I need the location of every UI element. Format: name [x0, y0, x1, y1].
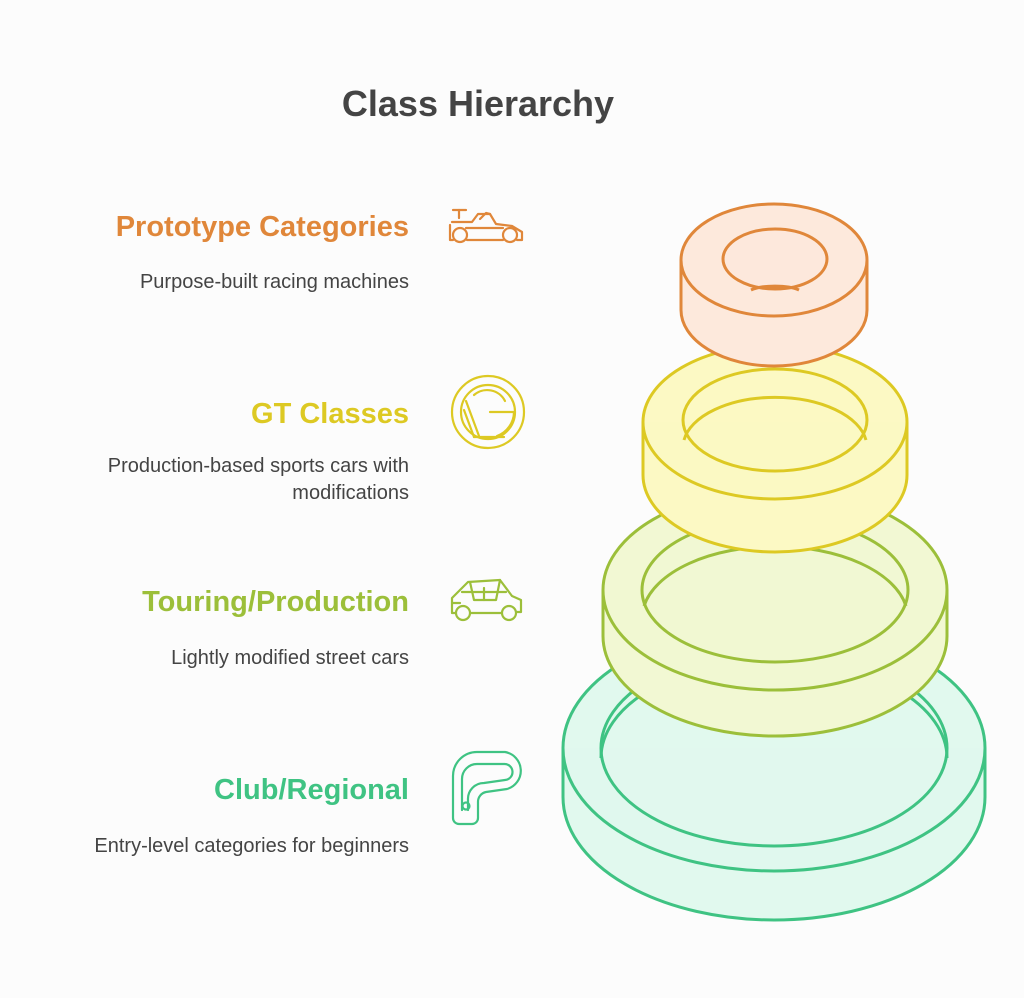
race-car-icon: [448, 208, 524, 244]
buggy-car-icon: [450, 578, 523, 622]
touring-heading: Touring/Production: [142, 586, 409, 618]
gt-heading: GT Classes: [251, 398, 409, 430]
race-track-icon: [451, 750, 522, 826]
gt-description-line-1: Production-based sports cars with: [108, 455, 409, 477]
tier-gt: GT Classes Production-based sports cars …: [108, 398, 409, 504]
club-description: Entry-level categories for beginners: [94, 835, 409, 857]
gt-logo-icon: [450, 374, 526, 450]
gt-ring-hole: [681, 367, 869, 473]
gt-classes-ring: [641, 343, 909, 554]
tier-touring: Touring/Production Lightly modified stre…: [142, 586, 409, 669]
prototype-ring-inner-wall: [750, 284, 800, 292]
tier-club: Club/Regional Entry-level categories for…: [94, 774, 409, 857]
prototype-description: Purpose-built racing machines: [140, 271, 409, 293]
gt-description-line-2: modifications: [292, 482, 409, 504]
prototype-heading: Prototype Categories: [116, 211, 409, 243]
touring-description: Lightly modified street cars: [171, 647, 409, 669]
club-ring-rim-front: [561, 747, 987, 873]
prototype-categories-ring: [679, 202, 869, 368]
prototype-ring-hole: [721, 227, 829, 291]
club-heading: Club/Regional: [214, 774, 409, 806]
diagram-title: Class Hierarchy: [342, 83, 614, 124]
touring-ring-rim-front: [601, 589, 949, 692]
gt-ring-inner-wall: [682, 395, 868, 441]
tier-prototype: Prototype Categories Purpose-built racin…: [116, 211, 409, 293]
gt-ring-body: [641, 343, 909, 554]
gt-ring-rim-front: [641, 421, 909, 501]
